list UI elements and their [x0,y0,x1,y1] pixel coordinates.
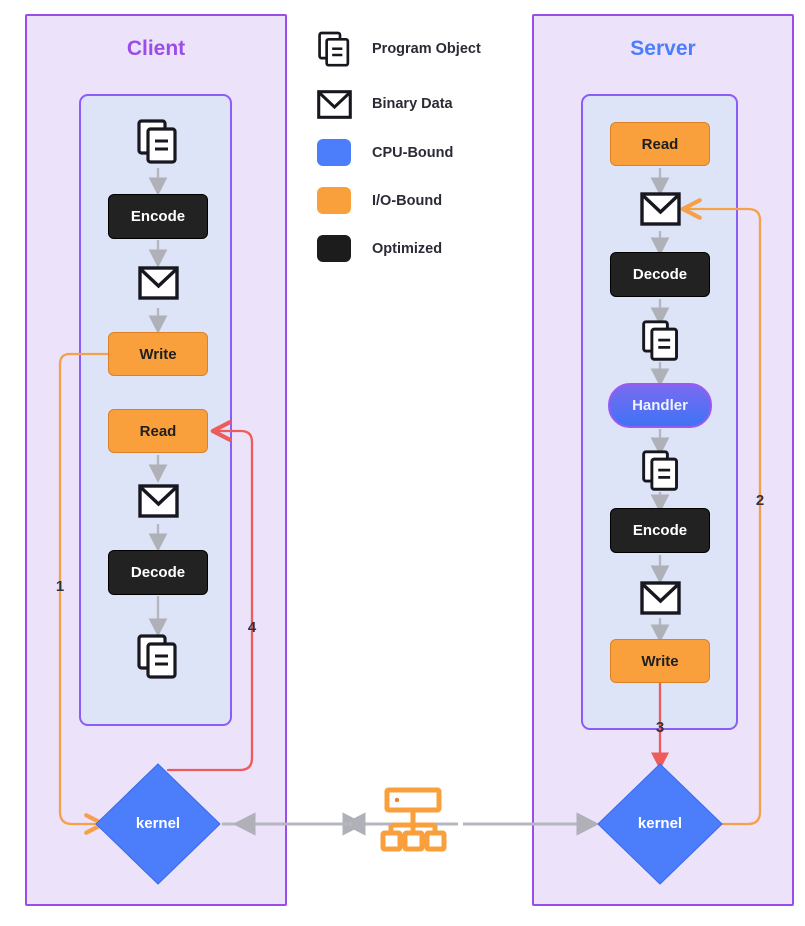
client-decode-box[interactable]: Decode [108,550,208,595]
client-write-label: Write [139,345,177,363]
client-title: Client [126,37,186,60]
server-kernel-label: kernel [637,815,683,832]
server-encode-box[interactable]: Encode [610,508,710,553]
path-label-4: 4 [247,619,257,636]
server-decode-label: Decode [632,266,688,283]
server-program-object-icon-2 [641,450,681,497]
client-encode-label: Encode [130,208,186,225]
server-encode-label: Encode [632,522,688,539]
server-decode-box[interactable]: Decode [610,252,710,297]
legend-label-cpu-bound: CPU-Bound [372,145,454,161]
path-label-3: 3 [655,719,665,736]
client-binary-data-icon-1 [138,266,179,305]
client-program-object-icon-bottom [137,634,179,685]
client-write-box[interactable]: Write [108,332,208,376]
server-binary-data-icon-1 [640,192,681,231]
legend-io-bound-swatch [317,187,351,214]
legend-label-io-bound: I/O-Bound [372,193,443,209]
client-kernel-label: kernel [135,815,181,832]
path-label-2: 2 [755,492,765,509]
network-switch-icon [379,787,447,858]
legend-cpu-bound-swatch [317,139,351,166]
legend-label-program-object: Program Object [372,41,481,57]
server-handler-pill[interactable]: Handler [608,383,712,428]
path-4-kernel-to-read [166,420,254,772]
client-binary-data-icon-2 [138,484,179,523]
legend-label-binary-data: Binary Data [372,96,453,112]
client-decode-label: Decode [130,564,186,581]
legend-optimized-swatch [317,235,351,262]
legend-label-optimized: Optimized [372,241,443,257]
path-1-write-to-kernel [58,352,110,835]
server-title: Server [630,37,696,60]
client-read-label: Read [139,422,177,440]
server-program-object-icon-1 [641,320,681,367]
legend-binary-data-icon [317,90,352,124]
client-encode-box[interactable]: Encode [108,194,208,239]
server-write-box[interactable]: Write [610,639,710,683]
client-program-object-icon-top [137,119,179,170]
server-write-label: Write [641,652,679,670]
path-2-kernel-to-binary [680,198,762,826]
server-binary-data-icon-2 [640,581,681,620]
server-read-label: Read [641,135,679,153]
legend-program-object-icon [318,31,351,73]
server-read-box[interactable]: Read [610,122,710,166]
client-read-box[interactable]: Read [108,409,208,453]
path-label-1: 1 [55,578,65,595]
server-handler-label: Handler [632,397,688,414]
